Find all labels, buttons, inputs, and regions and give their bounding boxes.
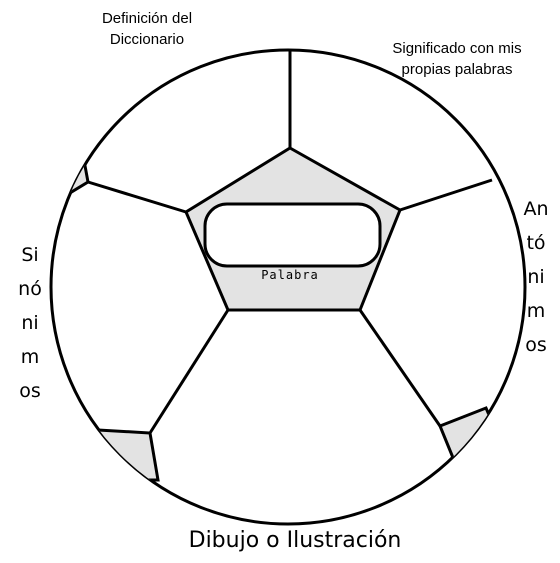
antonyms-part: m [526,300,546,322]
dictionary-definition-label: Definición del Diccionario [72,8,222,50]
synonyms-part: Si [21,244,39,266]
own-words-meaning-line-2: propias palabras [401,61,513,78]
antonyms-label: An tó ni m os [512,192,560,362]
synonyms-part: os [19,380,41,402]
own-words-meaning-label: Significado con mis propias palabras [352,38,560,80]
synonyms-part: m [20,346,40,368]
word-label: Palabra [261,268,319,282]
word-box [203,202,382,268]
antonyms-part: ni [527,266,545,288]
top-patch [222,8,362,36]
dictionary-definition-line-2: Diccionario [109,31,185,48]
synonyms-part: ni [21,312,39,334]
drawing-label: Dibujo o Ilustración [188,528,402,553]
dictionary-definition-line-1: Definición del [101,10,193,27]
antonyms-part: os [525,334,547,356]
synonyms-label: Si nó ni m os [4,238,56,408]
antonyms-part: tó [526,232,546,254]
synonyms-part: nó [18,278,42,300]
own-words-meaning-line-1: Significado con mis [392,40,522,57]
bottom-left-patch [96,428,160,482]
antonyms-part: An [523,198,549,220]
